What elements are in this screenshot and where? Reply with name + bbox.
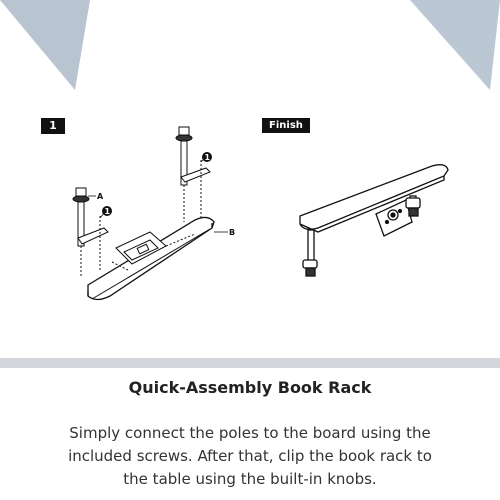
corner-triangle-left <box>0 0 90 90</box>
callout-b: B <box>214 228 235 237</box>
finished-rack <box>299 164 449 277</box>
callout-a: A <box>88 192 104 201</box>
finish-badge: Finish <box>262 118 310 133</box>
base-board <box>87 216 215 301</box>
screw-callout-left-number: 1 <box>105 207 111 216</box>
corner-triangle-right <box>410 0 500 90</box>
mounting-plate <box>111 231 196 271</box>
product-description: Simply connect the poles to the board us… <box>30 422 470 491</box>
step-number-badge: 1 <box>41 118 65 134</box>
pole-left <box>72 187 109 276</box>
product-title: Quick-Assembly Book Rack <box>128 378 372 397</box>
description-line: included screws. After that, clip the bo… <box>68 447 432 465</box>
assembly-diagram: A B 1 1 <box>72 126 449 301</box>
callout-a-label: A <box>97 192 104 201</box>
section-divider <box>0 358 500 368</box>
screw-callout-right-number: 1 <box>205 153 211 162</box>
description-line: the table using the built-in knobs. <box>123 470 377 488</box>
screw-callout-right: 1 <box>200 152 212 163</box>
callout-b-label: B <box>229 228 235 237</box>
description-line: Simply connect the poles to the board us… <box>69 424 431 442</box>
screw-callout-left: 1 <box>99 206 112 219</box>
pole-right <box>175 126 211 222</box>
